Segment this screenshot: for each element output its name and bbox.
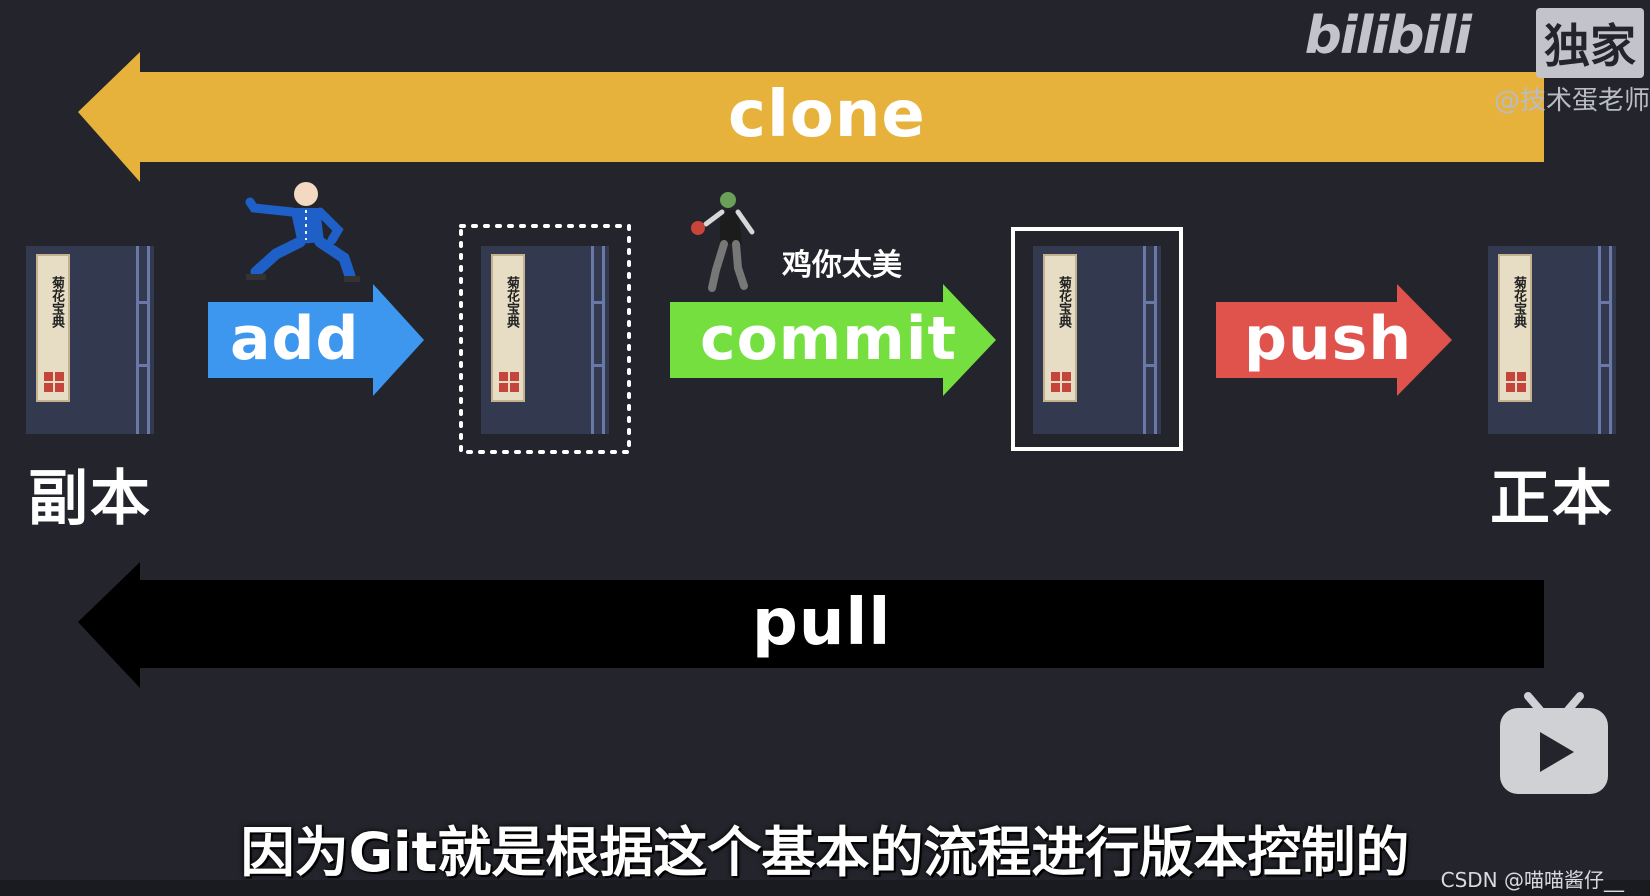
push-arrow (1216, 284, 1452, 396)
push-label: push (1244, 304, 1413, 374)
book-title-label: 菊花宝典 (491, 254, 525, 402)
bottom-strip (0, 880, 1650, 896)
local-copy-label: 副本 (28, 464, 152, 534)
seal-icon (499, 372, 519, 392)
book-spine (591, 246, 605, 434)
book-title-text: 菊花宝典 (504, 276, 519, 328)
kungfu-figure-illustration (245, 182, 360, 282)
exclusive-badge: 独家 (1536, 8, 1644, 78)
pull-arrow (78, 562, 1544, 688)
book-title-text: 菊花宝典 (1511, 276, 1526, 328)
book-committed: 菊花宝典 (1033, 246, 1161, 434)
pull-label: pull (752, 586, 892, 660)
book-local-copy: 菊花宝典 (26, 246, 154, 434)
seal-icon (44, 372, 64, 392)
book-remote-original: 菊花宝典 (1488, 246, 1616, 434)
figure-caption: 鸡你太美 (782, 248, 902, 283)
bilibili-logo: bilibili (1304, 6, 1472, 66)
add-label: add (230, 304, 360, 374)
book-title-label: 菊花宝典 (36, 254, 70, 402)
book-title-label: 菊花宝典 (1043, 254, 1077, 402)
book-title-label: 菊花宝典 (1498, 254, 1532, 402)
book-spine (1143, 246, 1157, 434)
book-staged: 菊花宝典 (481, 246, 609, 434)
seal-icon (1506, 372, 1526, 392)
local-repo-box (1011, 227, 1183, 451)
author-watermark: @技术蛋老师 (1493, 86, 1650, 116)
seal-icon (1051, 372, 1071, 392)
clone-label: clone (728, 78, 926, 152)
book-title-text: 菊花宝典 (1056, 276, 1071, 328)
remote-original-label: 正本 (1490, 464, 1614, 534)
commit-label: commit (700, 304, 958, 374)
video-subtitle: 因为Git就是根据这个基本的流程进行版本控制的 (240, 821, 1410, 884)
add-arrow (208, 284, 424, 396)
csdn-watermark: CSDN @喵喵酱仔__ (1440, 868, 1624, 892)
play-icon[interactable] (1498, 690, 1610, 796)
staging-area-box (459, 224, 631, 454)
commit-arrow (670, 284, 996, 396)
book-spine (136, 246, 150, 434)
basketball-figure-illustration (691, 192, 755, 292)
book-spine (1598, 246, 1612, 434)
clone-arrow (78, 52, 1544, 182)
book-title-text: 菊花宝典 (49, 276, 64, 328)
